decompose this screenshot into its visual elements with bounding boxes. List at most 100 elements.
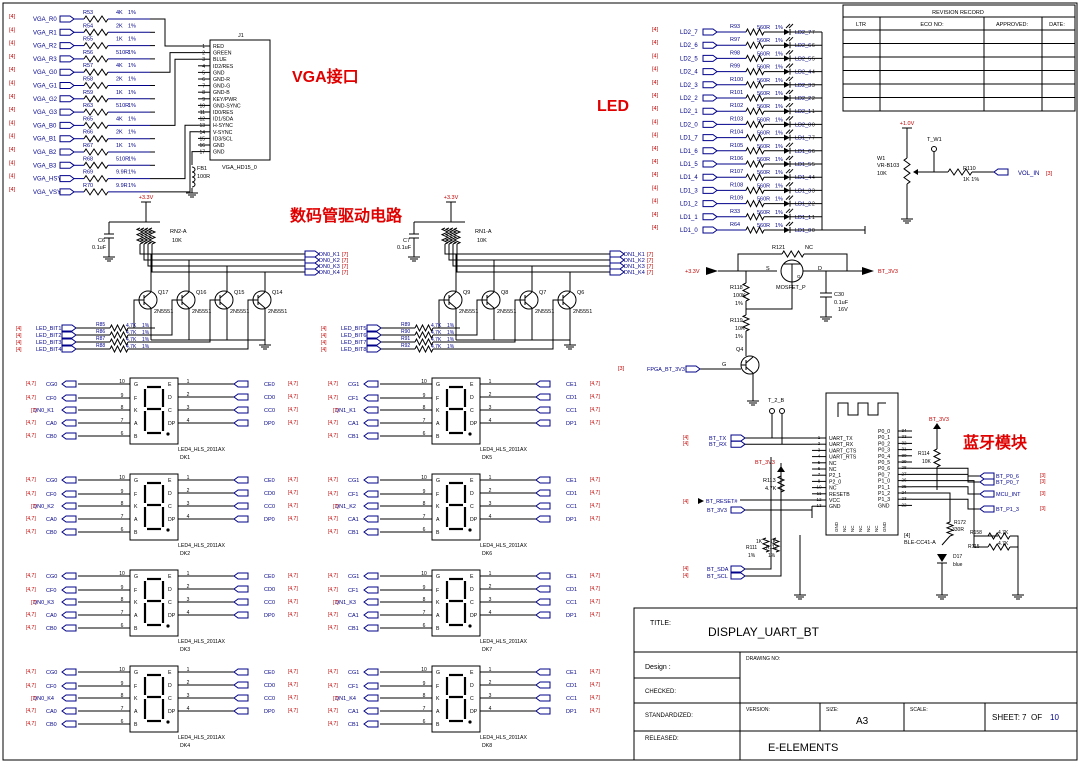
led-ref: LD2_0 xyxy=(795,122,811,128)
digit-seg-ref: [4,7] xyxy=(328,516,338,522)
bt-pin-name: GND xyxy=(878,503,890,509)
digit-pin-number: 6 xyxy=(121,623,124,629)
digit-seg-net: CE0 xyxy=(264,574,275,580)
vga-net-port-icon xyxy=(59,108,75,116)
vga-pin-name: ID1/SDA xyxy=(213,117,234,123)
digit-pin-number: 6 xyxy=(121,719,124,725)
digit-pin-name: A xyxy=(436,709,440,715)
vga-pin-number: 10 xyxy=(199,103,205,109)
drv-k-wire xyxy=(456,244,610,273)
bit-res-tol: 1% xyxy=(142,337,150,343)
digit-seg-net: DP1 xyxy=(566,709,577,715)
bit-res-ref: R89 xyxy=(401,322,410,328)
mos-r119-ref: R119 xyxy=(730,318,743,324)
digit-seg-ref: [4,7] xyxy=(328,708,338,714)
led-diode-icon xyxy=(784,42,790,49)
digit-net-port-icon xyxy=(363,707,379,715)
led-resistor-icon xyxy=(745,54,765,63)
digit-seg-net: CC1 xyxy=(566,600,577,606)
led-res-tol: 1% xyxy=(775,51,783,57)
digit-k-ref: [7] xyxy=(31,600,37,606)
digit-net-port-icon xyxy=(61,419,77,427)
tb-version-label: VERSION: xyxy=(746,707,770,713)
bit-res-tol: 1% xyxy=(142,330,150,336)
digit-seg-net: CA1 xyxy=(348,613,359,619)
digit-seg-ref: [4,7] xyxy=(590,407,600,413)
digit-seg-net: CF1 xyxy=(348,396,358,402)
led-light-icon xyxy=(788,76,794,82)
bit-res-value: 4.7K xyxy=(431,337,442,343)
vga-connector-part: VGA_HD15_0 xyxy=(222,165,257,171)
vga-net-port-icon xyxy=(59,161,75,169)
vga-res-ref: R53 xyxy=(83,10,93,16)
k-net-ref: [7] xyxy=(647,252,654,258)
led-net-label: LD1_3 xyxy=(680,188,698,194)
digit-seg-net: DP1 xyxy=(566,517,577,523)
led-net-label: LD1_0 xyxy=(680,228,698,234)
k-net-ref: [7] xyxy=(342,264,349,270)
bit-res-value: 4.7K xyxy=(126,344,137,350)
digit-pin-number: 7 xyxy=(423,706,426,712)
digit-pin-number: 9 xyxy=(121,585,124,591)
k-net-label: DN1_K2 xyxy=(624,258,645,264)
digit-ref: DK7 xyxy=(482,647,492,653)
digit-pin-name: B xyxy=(436,722,440,728)
led-diode-icon xyxy=(784,161,790,167)
bit-net-label: LED_BIT8 xyxy=(341,347,366,353)
bt-r111-value: 1K xyxy=(756,539,763,545)
k-net-port-icon xyxy=(304,268,320,276)
bt-bottom-pin: GND xyxy=(882,521,887,532)
digit-pin-number: 1 xyxy=(187,667,190,673)
resnet-ref: RN1-A xyxy=(475,229,492,235)
vga-net-label: VGA_B3 xyxy=(33,163,57,169)
led-pin-index: 1 xyxy=(812,109,815,115)
digit-seg-net: CA1 xyxy=(348,517,359,523)
resnet-icon xyxy=(139,227,149,245)
digit-net-port-icon xyxy=(61,598,77,606)
digit-net-port-icon xyxy=(363,598,379,606)
vga-pin-name: GND xyxy=(213,143,225,149)
revision-col-header: DATE: xyxy=(1049,22,1065,28)
vga-net-port-icon xyxy=(59,121,75,129)
digit-seg-net: CE1 xyxy=(566,574,577,580)
digit-k-ref: [7] xyxy=(333,504,339,510)
led-res-value: 560R xyxy=(757,131,770,137)
vga-resistor-icon xyxy=(83,41,109,50)
digit-net-port-icon xyxy=(61,668,77,676)
ferrite-value: 100R xyxy=(197,174,210,180)
vga-resistor-icon xyxy=(83,108,109,117)
transistor-collector xyxy=(745,356,754,364)
digit-net-port-icon xyxy=(363,668,379,676)
led-net-port-icon xyxy=(702,226,718,234)
vga-connector-ref: J1 xyxy=(238,33,244,39)
digit-seg-net: CG1 xyxy=(348,574,359,580)
digit-net-port-icon xyxy=(363,528,379,536)
vga-route xyxy=(150,58,198,126)
vga-resistor-icon xyxy=(83,174,109,183)
digit-pin-name: G xyxy=(134,478,138,484)
digit-net-port-icon xyxy=(535,515,551,523)
pot-res-value: 1K 1% xyxy=(963,177,979,183)
tb-of-label: OF xyxy=(1031,713,1042,722)
bt-pin-name: NC xyxy=(829,467,837,473)
led-net-ref: [4] xyxy=(652,119,659,125)
revision-col-header: ECO NO: xyxy=(920,22,944,28)
digit-seg-net: CA1 xyxy=(348,421,359,427)
digit-seg-ref: [4,7] xyxy=(328,573,338,579)
digit-pin-number: 1 xyxy=(489,667,492,673)
bt-v-label: BT_3V3 xyxy=(755,460,775,466)
vga-res-ref: R65 xyxy=(83,116,93,122)
vga-res-tol: 1% xyxy=(128,170,136,176)
vga-resistor-icon xyxy=(83,28,109,37)
tb-size-label: SIZE: xyxy=(826,707,839,713)
vga-net-label: VGA_G0 xyxy=(33,70,58,76)
seven-seg-icon xyxy=(129,569,179,637)
digit-pin-number: 10 xyxy=(119,379,125,385)
digit-pin-number: 4 xyxy=(489,514,492,520)
digit-pin-number: 6 xyxy=(423,623,426,629)
bit-net-port-icon xyxy=(366,345,382,353)
test-point-icon xyxy=(769,408,775,414)
cap-ref: C6 xyxy=(98,238,105,244)
digit-net-port-icon xyxy=(363,586,379,594)
